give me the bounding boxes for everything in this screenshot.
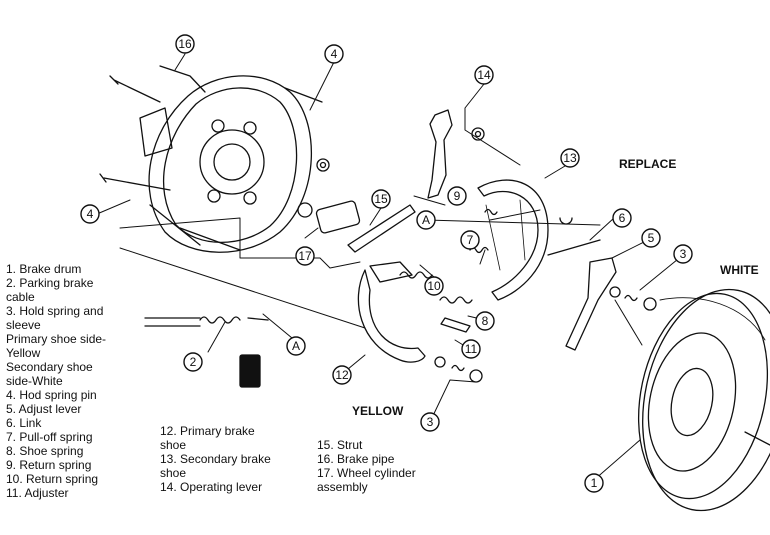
callout-15: 15	[371, 189, 391, 209]
callout-4-top: 4	[324, 44, 344, 64]
legend-item: 15. Strut	[317, 438, 363, 452]
callout-2: 2	[183, 352, 203, 372]
callout-7: 7	[460, 230, 480, 250]
legend-item: 16. Brake pipe	[317, 452, 395, 466]
callout-a-top: A	[416, 210, 436, 230]
callout-3-right: 3	[673, 244, 693, 264]
svg-text:15: 15	[374, 192, 388, 206]
operating-lever	[427, 109, 453, 199]
callout-3-bottom: 3	[420, 412, 440, 432]
callout-5: 5	[641, 228, 661, 248]
callout-10: 10	[424, 276, 444, 296]
legend-item: 5. Adjust lever	[6, 402, 82, 416]
svg-text:3: 3	[680, 247, 687, 261]
svg-text:11: 11	[465, 342, 478, 356]
svg-text:3: 3	[427, 415, 434, 429]
primary-brake-shoe	[357, 269, 426, 363]
svg-text:16: 16	[178, 37, 192, 51]
svg-text:A: A	[422, 213, 430, 227]
hold-spring-white	[609, 286, 621, 298]
legend-item: 1. Brake drum	[6, 262, 82, 276]
legend-column-1: 1. Brake drum 2. Parking brake cable 3. …	[6, 262, 156, 500]
legend-item: 11. Adjuster	[6, 486, 69, 500]
legend-item: Secondary shoe side-White	[6, 360, 93, 388]
parking-brake-cable	[144, 317, 269, 327]
callout-4-left: 4	[80, 204, 100, 224]
backing-plate	[139, 75, 312, 253]
callout-12: 12	[332, 365, 352, 385]
legend-column-3: 15. Strut 16. Brake pipe 17. Wheel cylin…	[317, 438, 462, 494]
callout-1: 1	[584, 473, 604, 493]
adjuster	[440, 317, 471, 333]
callout-a-bottom: A	[286, 336, 306, 356]
callout-17: 17	[295, 246, 315, 266]
svg-text:4: 4	[87, 207, 94, 221]
lubricant-can	[239, 354, 261, 388]
legend-item: 8. Shoe spring	[6, 444, 84, 458]
secondary-brake-shoe	[477, 179, 549, 301]
svg-text:6: 6	[619, 211, 626, 225]
brake-pipe	[159, 65, 206, 93]
svg-text:12: 12	[335, 368, 349, 382]
return-spring-9	[484, 208, 498, 216]
white-tag: WHITE	[720, 263, 759, 277]
svg-text:14: 14	[477, 68, 491, 82]
replace-clip	[559, 217, 573, 225]
legend-item: 7. Pull-off spring	[6, 430, 93, 444]
svg-text:13: 13	[563, 151, 577, 165]
link	[547, 239, 601, 256]
wheel-cylinder	[297, 200, 361, 234]
callout-14: 14	[474, 65, 494, 85]
svg-text:8: 8	[482, 314, 489, 328]
callout-11: 11	[461, 339, 481, 359]
brake-drum	[637, 288, 770, 512]
legend-item: 3. Hold spring and sleeve	[6, 304, 104, 332]
replace-tag: REPLACE	[619, 157, 677, 171]
callout-16: 16	[175, 34, 195, 54]
svg-text:9: 9	[454, 189, 461, 203]
bolts	[99, 75, 485, 191]
legend-item: 4. Hod spring pin	[6, 388, 97, 402]
shoe-spring-8	[439, 296, 473, 304]
callout-8: 8	[475, 311, 495, 331]
svg-text:7: 7	[467, 233, 474, 247]
svg-text:17: 17	[298, 249, 312, 263]
callout-13: 13	[560, 148, 580, 168]
svg-text:1: 1	[591, 476, 598, 490]
legend-item: Primary shoe side- Yellow	[6, 332, 107, 360]
svg-text:5: 5	[648, 231, 655, 245]
legend-item: 17. Wheel cylinder assembly	[317, 466, 416, 494]
callout-9: 9	[447, 186, 467, 206]
svg-text:10: 10	[427, 279, 441, 293]
svg-text:2: 2	[190, 355, 197, 369]
svg-text:A: A	[292, 339, 300, 353]
yellow-tag: YELLOW	[352, 404, 404, 418]
legend-item: 9. Return spring	[6, 458, 92, 472]
legend-item: 12. Primary brake shoe	[160, 424, 255, 452]
legend-item: 6. Link	[6, 416, 42, 430]
strut	[347, 204, 416, 253]
legend-column-2: 12. Primary brake shoe 13. Secondary bra…	[160, 424, 305, 494]
legend-item: 10. Return spring	[6, 472, 99, 486]
return-spring-10	[399, 271, 433, 279]
svg-text:4: 4	[331, 47, 338, 61]
hold-spring-yellow	[434, 356, 446, 368]
adjust-lever	[565, 257, 617, 351]
parking-cable-spring	[199, 316, 241, 324]
legend-item: 14. Operating lever	[160, 480, 263, 494]
legend-item: 2. Parking brake cable	[6, 276, 94, 304]
callout-6: 6	[612, 208, 632, 228]
legend-item: 13. Secondary brake shoe	[160, 452, 271, 480]
